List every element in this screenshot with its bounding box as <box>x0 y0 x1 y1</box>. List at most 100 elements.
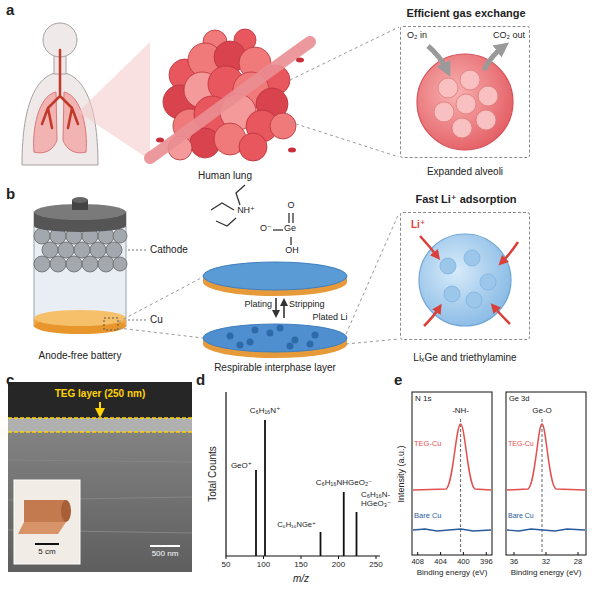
li-sphere <box>420 236 437 256</box>
sem-image <box>8 418 192 432</box>
sem-image <box>14 480 80 564</box>
zoom-cone <box>78 42 150 160</box>
part-label: Plated Li <box>312 313 347 323</box>
battery-cell <box>66 256 82 272</box>
sem-image <box>61 500 71 522</box>
battery-cell <box>106 242 122 258</box>
molecule-bonds <box>211 185 293 245</box>
molecule-bonds <box>211 203 234 210</box>
sem-image <box>35 543 59 545</box>
tick-label: 36 <box>510 558 518 566</box>
mass-spectrum <box>356 512 358 556</box>
part-label: Cu <box>150 314 163 325</box>
plated-disk <box>237 342 244 349</box>
molecule-bonds <box>273 229 283 230</box>
human-figure <box>22 23 98 165</box>
plating-arrow <box>275 298 277 314</box>
alveolus <box>478 86 498 106</box>
alveolus <box>428 46 447 70</box>
battery-cell <box>34 212 126 326</box>
series-label: Bare Cu <box>414 512 442 520</box>
battery-cell <box>82 256 98 272</box>
alveolus <box>460 70 480 90</box>
layer-label: TEG layer (250 nm) <box>55 388 146 399</box>
xps-plots <box>413 529 491 531</box>
alveoli-cluster <box>270 113 296 139</box>
sem-image <box>8 382 192 418</box>
plated-disk <box>287 343 294 350</box>
battery-cell <box>58 242 74 258</box>
battery-cell <box>90 242 106 258</box>
peak-label: C₆H₁₆N⁺ <box>250 407 281 416</box>
molecule-bonds <box>290 237 291 245</box>
part-label: Cathode <box>150 244 188 255</box>
tick-label: 408 <box>411 558 424 566</box>
zoom-line <box>118 277 203 338</box>
coated-cu-disk <box>203 262 347 290</box>
sem-image <box>8 382 192 572</box>
battery-cell <box>74 242 90 258</box>
axis-title: m/z <box>293 573 309 584</box>
alveolus <box>438 78 458 98</box>
battery-cell <box>34 256 50 272</box>
li-sphere <box>419 234 511 326</box>
sem-image <box>99 402 101 413</box>
xps-plots <box>412 392 492 555</box>
mass-spectrum <box>256 420 357 556</box>
plated-disk <box>227 325 319 350</box>
caption-label: Expanded alveoli <box>427 166 503 177</box>
mass-spectrum <box>226 556 376 559</box>
panel-heading: Fast Li⁺ adsorption <box>415 193 516 205</box>
tick-label: 404 <box>434 558 447 566</box>
plated-disk <box>292 337 299 344</box>
battery-cell <box>34 228 127 272</box>
gas-label: O₂ in <box>407 31 427 41</box>
mass-spectrum <box>226 392 380 556</box>
zoom-panel: Efficient gas exchangeO₂ inCO₂ out <box>400 26 530 158</box>
human-figure <box>42 50 78 128</box>
axis-title: Binding energy (eV) <box>417 569 488 578</box>
atom-label: OH <box>285 246 299 256</box>
alveolus <box>476 110 496 130</box>
series-label: Bare Cu <box>508 512 534 520</box>
sem-image <box>8 382 192 572</box>
mass-spectrum <box>226 392 380 559</box>
coated-cu-disk <box>203 262 347 296</box>
caption-label: Anode-free battery <box>39 350 122 361</box>
process-label: Stripping <box>289 300 325 310</box>
tick-label: 28 <box>574 558 582 566</box>
alveolus <box>434 70 498 138</box>
panel-letter: a <box>6 2 14 19</box>
li-sphere <box>480 274 496 290</box>
plated-disk <box>307 341 314 348</box>
battery-cell <box>42 242 58 258</box>
li-sphere <box>444 286 460 302</box>
sem-image <box>24 500 66 522</box>
mass-spectrum <box>320 532 322 556</box>
peak-label: -NH- <box>452 407 469 416</box>
series-label: TEG-Cu <box>414 440 442 448</box>
axis-title: Binding energy (eV) <box>511 569 582 578</box>
mass-spectrum <box>343 492 345 556</box>
zoom-line <box>290 27 399 157</box>
tick-label: 150 <box>294 561 307 570</box>
tick-label: 50 <box>222 561 231 570</box>
plot-title: N 1s <box>415 395 431 404</box>
battery-cell <box>50 256 66 272</box>
mass-spectrum <box>264 420 266 556</box>
zoom-box <box>104 318 118 330</box>
zoom-line <box>346 213 399 344</box>
atom-label: O <box>287 201 294 211</box>
plated-disk <box>203 324 347 352</box>
alveolus <box>456 94 476 114</box>
battery-cell <box>113 257 127 271</box>
battery-cell <box>98 256 114 272</box>
alveoli-cluster <box>239 133 267 161</box>
axis-title: Total Counts <box>207 446 218 502</box>
tick-label: 200 <box>332 561 345 570</box>
xps-plots <box>506 392 586 555</box>
scale-label: 500 nm <box>152 550 179 559</box>
atom-label: O⁻ <box>260 224 272 234</box>
alveolus <box>417 46 513 150</box>
